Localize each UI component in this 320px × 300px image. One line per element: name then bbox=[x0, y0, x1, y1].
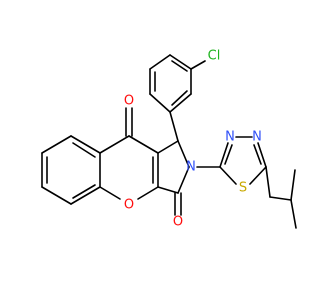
nitrogen-atom-thiadiazole-3: N bbox=[225, 130, 235, 145]
bond bbox=[219, 142, 229, 168]
bond bbox=[253, 144, 262, 165]
bond bbox=[157, 140, 179, 154]
bond bbox=[157, 186, 179, 194]
oxygen-atom-ketone: O bbox=[124, 94, 134, 109]
bond bbox=[41, 135, 72, 154]
bond bbox=[257, 142, 267, 168]
bond bbox=[41, 186, 72, 205]
bond bbox=[169, 54, 192, 70]
oxygen-atom-ring: O bbox=[124, 198, 134, 213]
bond bbox=[169, 93, 192, 113]
bond bbox=[72, 142, 96, 158]
bond bbox=[190, 60, 206, 70]
chlorine-atom: Cl bbox=[208, 49, 221, 64]
bond bbox=[99, 135, 130, 154]
oxygen-atom-lactam: O bbox=[173, 215, 183, 230]
bond bbox=[70, 135, 101, 154]
bond bbox=[72, 184, 96, 199]
bond bbox=[224, 144, 233, 165]
nitrogen-atom-pyrrolidine: N bbox=[186, 160, 196, 175]
bond bbox=[219, 166, 237, 185]
bond-layer bbox=[41, 54, 297, 229]
bond bbox=[171, 60, 188, 72]
nitrogen-atom-thiadiazole-4: N bbox=[252, 130, 262, 145]
bond bbox=[269, 196, 292, 201]
molecule-structure: O O O N N N S Cl bbox=[41, 49, 297, 230]
bond bbox=[128, 135, 159, 154]
bond bbox=[290, 169, 296, 201]
bond bbox=[70, 186, 101, 205]
bond bbox=[177, 140, 190, 168]
bond bbox=[99, 186, 121, 200]
bond bbox=[290, 199, 297, 229]
molecule-canvas: O O O N N N S Cl bbox=[41, 48, 297, 230]
bond bbox=[265, 166, 271, 198]
bond bbox=[249, 166, 267, 185]
bond bbox=[169, 111, 179, 142]
bond bbox=[171, 90, 188, 106]
sulfur-atom: S bbox=[239, 181, 247, 196]
atom-label-layer: O O O N N N S Cl bbox=[124, 49, 262, 230]
bond bbox=[177, 166, 190, 194]
bond bbox=[137, 186, 159, 200]
bond bbox=[149, 93, 171, 113]
bond bbox=[149, 54, 171, 70]
